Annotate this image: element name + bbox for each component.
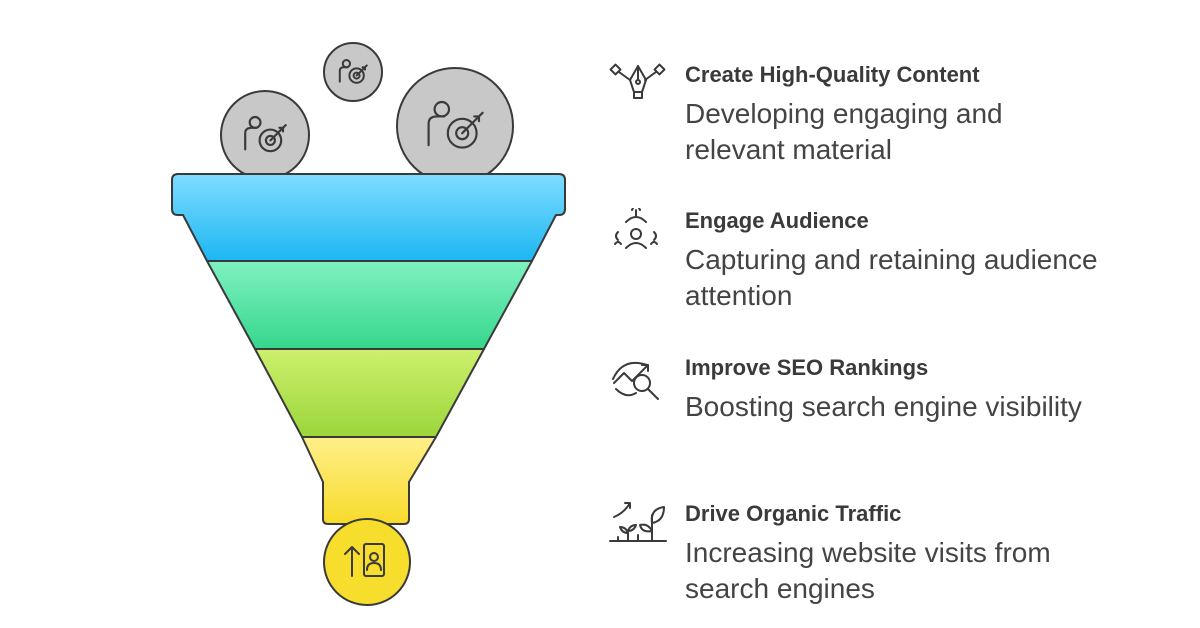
- input-coin-large: [396, 67, 514, 185]
- growing-plant-chart-icon: [609, 502, 667, 542]
- pen-nib-icon: [609, 63, 666, 99]
- person-target-icon: [338, 59, 368, 84]
- input-coin-medium: [220, 90, 310, 180]
- step-title: Drive Organic Traffic: [685, 501, 902, 526]
- funnel-layer-3: [254, 348, 485, 438]
- step-title: Improve SEO Rankings: [685, 355, 929, 380]
- step-description: Developing engaging and relevant materia…: [685, 98, 1003, 165]
- funnel-layer-2: [206, 260, 533, 350]
- funnel-layer-4: [301, 436, 437, 525]
- person-target-icon: [244, 115, 287, 153]
- funnel-diagram: [171, 42, 566, 606]
- output-coin: [323, 518, 411, 606]
- funnel-layer-1: [171, 173, 566, 262]
- step-title: Engage Audience: [685, 208, 869, 233]
- seo-magnifier-icon: [612, 361, 659, 400]
- person-target-icon: [427, 100, 484, 149]
- step-description: Boosting search engine visibility: [685, 391, 1082, 422]
- input-coin-small: [323, 42, 383, 102]
- upload-contact-icon: [344, 543, 385, 577]
- step-title: Create High-Quality Content: [685, 62, 980, 87]
- step-description: Capturing and retaining audience attenti…: [685, 244, 1098, 311]
- step-description: Increasing website visits from search en…: [685, 537, 1051, 604]
- audience-hook-icon: [614, 208, 658, 249]
